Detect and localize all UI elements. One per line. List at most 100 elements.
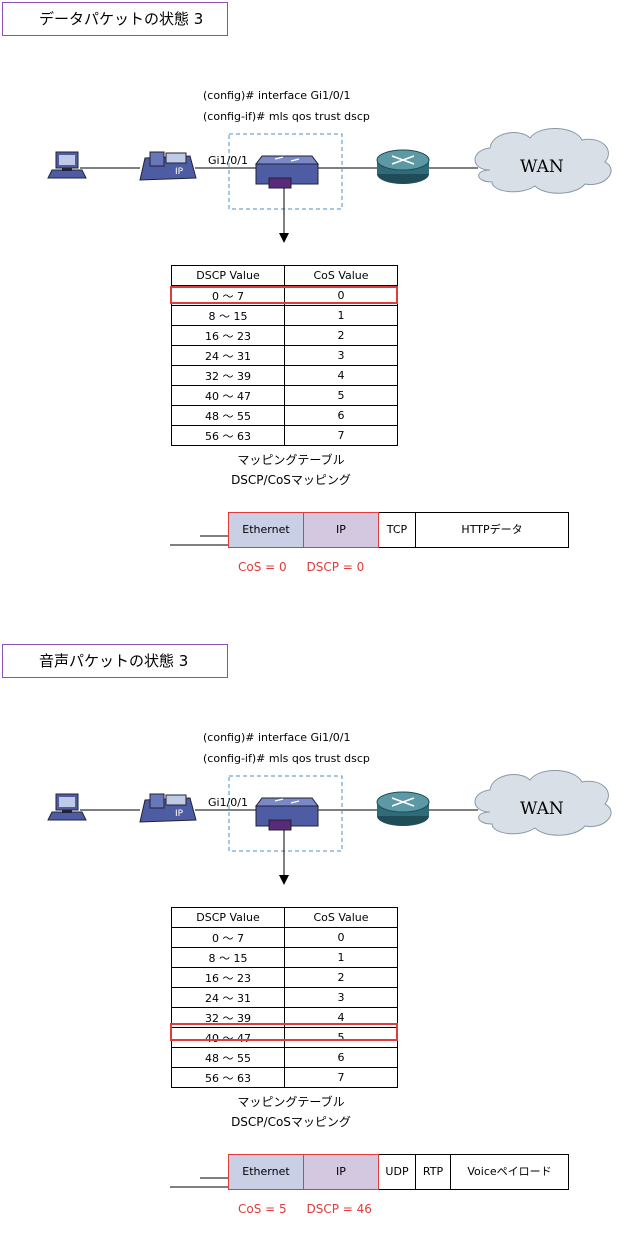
port-label: Gi1/0/1 xyxy=(208,154,248,167)
frame-payload: HTTPデータ xyxy=(416,512,569,548)
dscp-cell: 56 〜 63 xyxy=(171,1067,285,1088)
cos-cell: 6 xyxy=(284,1047,398,1068)
cos-cell: 3 xyxy=(284,987,398,1008)
table-header-row: DSCP Value CoS Value xyxy=(171,265,398,286)
cos-cell: 2 xyxy=(284,325,398,346)
cos-cell: 7 xyxy=(284,425,398,446)
cos-cell: 1 xyxy=(284,305,398,326)
cos-cell: 2 xyxy=(284,967,398,988)
dscp-cell: 48 〜 55 xyxy=(171,1047,285,1068)
phone-ip-text: IP xyxy=(175,167,184,177)
ip-phone-icon: IP xyxy=(139,793,197,823)
cos-cell: 5 xyxy=(284,385,398,406)
dscp-cell: 16 〜 23 xyxy=(171,325,285,346)
cos-cell: 5 xyxy=(284,1027,398,1048)
dscp-cell: 24 〜 31 xyxy=(171,987,285,1008)
dscp-cell: 32 〜 39 xyxy=(171,1007,285,1028)
pc-icon xyxy=(47,793,87,821)
command-line-trust: (config-if)# mls qos trust dscp xyxy=(203,752,370,765)
dscp-cell: 56 〜 63 xyxy=(171,425,285,446)
frame-ip: IP xyxy=(304,512,379,548)
port-focus-box xyxy=(228,775,343,852)
wan-label: WAN xyxy=(520,799,564,819)
frame-ethernet: Ethernet xyxy=(228,1154,304,1190)
dscp-cell: 32 〜 39 xyxy=(171,365,285,386)
command-line-trust: (config-if)# mls qos trust dscp xyxy=(203,110,370,123)
router-icon xyxy=(376,791,430,826)
dscp-cell: 40 〜 47 xyxy=(171,385,285,406)
dscp-cell: 0 〜 7 xyxy=(171,285,285,306)
switch-icon xyxy=(255,155,319,189)
phone-ip-text: IP xyxy=(175,809,184,819)
table-header-row: DSCP Value CoS Value xyxy=(171,907,398,928)
marking-values: CoS = 5 DSCP = 46 xyxy=(238,1202,388,1216)
port-label: Gi1/0/1 xyxy=(208,796,248,809)
frame-lead-lines xyxy=(170,535,228,546)
ip-phone-icon: IP xyxy=(139,151,197,181)
cos-cell: 6 xyxy=(284,405,398,426)
frame-lead-lines xyxy=(170,1177,228,1188)
pc-icon xyxy=(47,151,87,179)
header-cos: CoS Value xyxy=(284,907,398,928)
network-diagram: IP Gi1/0/1 WAN xyxy=(47,127,612,243)
command-line-interface: (config)# interface Gi1/0/1 xyxy=(203,731,351,744)
frame-udp: UDP xyxy=(379,1154,416,1190)
wan-label: WAN xyxy=(520,157,564,177)
cos-cell: 0 xyxy=(284,927,398,948)
dscp-cell: 24 〜 31 xyxy=(171,345,285,366)
wan-cloud-icon: WAN xyxy=(474,127,612,194)
caption-dscp-cos: DSCP/CoSマッピング xyxy=(231,1115,351,1129)
cos-cell: 0 xyxy=(284,285,398,306)
marking-values: CoS = 0 DSCP = 0 xyxy=(238,560,380,574)
header-cos: CoS Value xyxy=(284,265,398,286)
data-packet-panel: データパケットの状態 3 (config)# interface Gi1/0/1… xyxy=(0,0,631,600)
port-focus-box xyxy=(228,133,343,210)
header-dscp: DSCP Value xyxy=(171,907,285,928)
frame-ethernet: Ethernet xyxy=(228,512,304,548)
caption-mapping-table: マッピングテーブル xyxy=(237,453,345,467)
cos-cell: 4 xyxy=(284,1007,398,1028)
dscp-cell: 8 〜 15 xyxy=(171,305,285,326)
panel-title: データパケットの状態 3 xyxy=(2,2,228,36)
network-diagram: IP Gi1/0/1 WAN xyxy=(47,769,612,885)
header-dscp: DSCP Value xyxy=(171,265,285,286)
router-icon xyxy=(376,149,430,184)
cos-cell: 4 xyxy=(284,365,398,386)
dscp-cell: 40 〜 47 xyxy=(171,1027,285,1048)
packet-frame: Ethernet IP UDP RTP Voiceペイロード xyxy=(228,1154,569,1190)
cos-value-label: CoS = 5 xyxy=(238,1202,287,1216)
switch-icon xyxy=(255,797,319,831)
wan-cloud-icon: WAN xyxy=(474,769,612,836)
cos-cell: 3 xyxy=(284,345,398,366)
cos-cell: 1 xyxy=(284,947,398,968)
cos-cell: 7 xyxy=(284,1067,398,1088)
frame-rtp: RTP xyxy=(416,1154,451,1190)
dscp-value-label: DSCP = 0 xyxy=(306,560,365,574)
voice-packet-panel: 音声パケットの状態 3 (config)# interface Gi1/0/1 … xyxy=(0,642,631,1242)
dscp-cell: 16 〜 23 xyxy=(171,967,285,988)
caption-dscp-cos: DSCP/CoSマッピング xyxy=(231,473,351,487)
dscp-cell: 8 〜 15 xyxy=(171,947,285,968)
frame-tcp: TCP xyxy=(379,512,416,548)
frame-ip: IP xyxy=(304,1154,379,1190)
panel-title: 音声パケットの状態 3 xyxy=(2,644,228,678)
frame-payload: Voiceペイロード xyxy=(451,1154,569,1190)
caption-mapping-table: マッピングテーブル xyxy=(237,1095,345,1109)
cos-value-label: CoS = 0 xyxy=(238,560,287,574)
dscp-cell: 0 〜 7 xyxy=(171,927,285,948)
